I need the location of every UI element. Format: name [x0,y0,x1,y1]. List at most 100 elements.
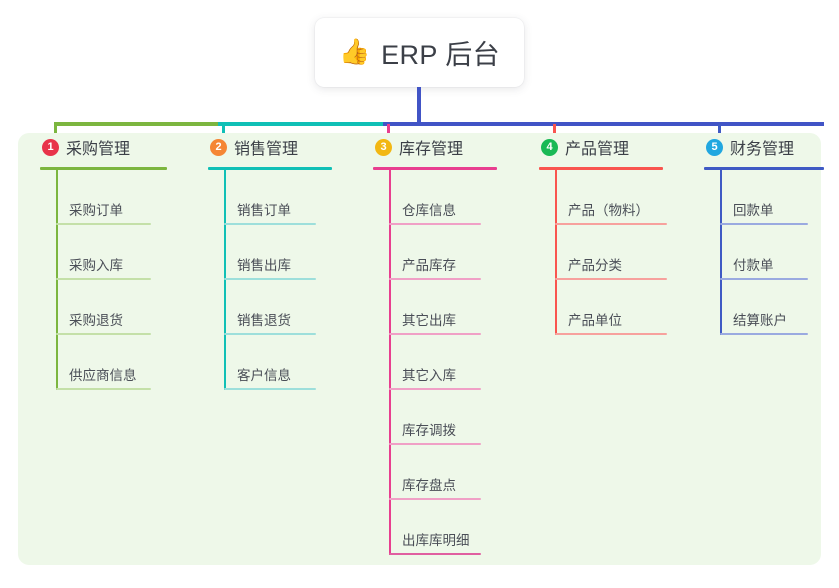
menu-item[interactable]: 采购入库 [56,225,167,280]
menu-item-label: 销售出库 [237,258,291,273]
menu-item-rule [224,223,316,225]
diagram-title-card: 👍 ERP 后台 [315,18,524,87]
menu-item-rule [555,278,667,280]
menu-item[interactable]: 结算账户 [720,280,824,335]
menu-item[interactable]: 销售订单 [224,170,332,225]
menu-item[interactable]: 付款单 [720,225,824,280]
column-items-5: 回款单付款单结算账户 [704,170,824,335]
menu-item-label: 回款单 [733,203,774,218]
menu-item[interactable]: 产品（物料） [555,170,667,225]
column-spine-5 [720,170,722,335]
menu-item-rule [56,223,151,225]
menu-item-rule [720,223,808,225]
menu-item[interactable]: 采购订单 [56,170,167,225]
connector-trunk [417,87,421,125]
menu-item[interactable]: 产品库存 [389,225,497,280]
connector-segment-5 [714,122,824,126]
menu-item-rule [720,278,808,280]
page-title: ERP 后台 [381,40,501,70]
menu-item-label: 销售订单 [237,203,291,218]
column-spine-2 [224,170,226,390]
column-header-2[interactable]: 2 销售管理 [208,133,332,161]
menu-item-rule [720,333,808,335]
menu-item-rule [389,553,481,555]
menu-item-rule [56,388,151,390]
menu-item-rule [389,223,481,225]
column-2: 2 销售管理销售订单销售出库销售退货客户信息 [208,133,332,390]
connector-segment-2 [218,122,383,126]
menu-item[interactable]: 产品分类 [555,225,667,280]
menu-item-label: 其它入库 [402,368,456,383]
menu-item[interactable]: 出库库明细 [389,500,497,555]
menu-item-label: 客户信息 [237,368,291,383]
menu-item-rule [389,333,481,335]
column-spine-1 [56,170,58,390]
menu-item-label: 产品分类 [568,258,622,273]
connector-segment-4 [549,122,714,126]
connector-segment-1 [54,122,218,126]
menu-item-rule [389,388,481,390]
column-badge-5: 5 [706,138,723,156]
menu-item-rule [224,278,316,280]
column-items-4: 产品（物料） 产品分类产品单位 [539,170,667,335]
menu-item[interactable]: 其它出库 [389,280,497,335]
column-head-rule-4 [539,167,663,170]
column-items-2: 销售订单销售出库销售退货客户信息 [208,170,332,390]
column-badge-2: 2 [210,138,227,156]
menu-item-label: 采购入库 [69,258,123,273]
menu-item-label: 库存调拨 [402,423,456,438]
column-badge-4: 4 [541,138,558,156]
column-head-rule-1 [40,167,167,170]
menu-item-label: 产品单位 [568,313,622,328]
menu-item-label: 出库库明细 [402,533,470,548]
menu-item[interactable]: 仓库信息 [389,170,497,225]
column-items-3: 仓库信息产品库存其它出库其它入库库存调拨库存盘点出库库明细 [373,170,497,555]
menu-item[interactable]: 供应商信息 [56,335,167,390]
column-title-2: 销售管理 [234,141,299,158]
menu-item-label: 库存盘点 [402,478,456,493]
menu-item[interactable]: 产品单位 [555,280,667,335]
menu-item-label: 结算账户 [733,313,787,328]
menu-item[interactable]: 回款单 [720,170,824,225]
menu-item[interactable]: 销售出库 [224,225,332,280]
menu-item-label: 销售退货 [237,313,291,328]
column-badge-3: 3 [375,138,392,156]
column-items-1: 采购订单采购入库采购退货供应商信息 [40,170,167,390]
menu-item-label: 采购订单 [69,203,123,218]
menu-item-rule [56,333,151,335]
column-head-rule-5 [704,167,824,170]
menu-item-rule [389,443,481,445]
column-spine-4 [555,170,557,335]
menu-item[interactable]: 采购退货 [56,280,167,335]
menu-item[interactable]: 库存盘点 [389,445,497,500]
column-title-1: 采购管理 [66,141,131,158]
menu-item-rule [224,333,316,335]
column-head-rule-3 [373,167,497,170]
menu-item[interactable]: 客户信息 [224,335,332,390]
menu-item-label: 产品（物料） [568,203,649,218]
menu-item-rule [224,388,316,390]
menu-item-rule [555,223,667,225]
menu-item[interactable]: 库存调拨 [389,390,497,445]
menu-item-rule [555,333,667,335]
menu-item-label: 产品库存 [402,258,456,273]
column-spine-3 [389,170,391,555]
thumbs-up-icon: 👍 [338,38,371,66]
menu-item[interactable]: 其它入库 [389,335,497,390]
menu-item-rule [389,498,481,500]
menu-item-rule [56,278,151,280]
menu-item-label: 付款单 [733,258,774,273]
connector-segment-3 [383,122,549,126]
menu-item[interactable]: 销售退货 [224,280,332,335]
column-head-rule-2 [208,167,332,170]
